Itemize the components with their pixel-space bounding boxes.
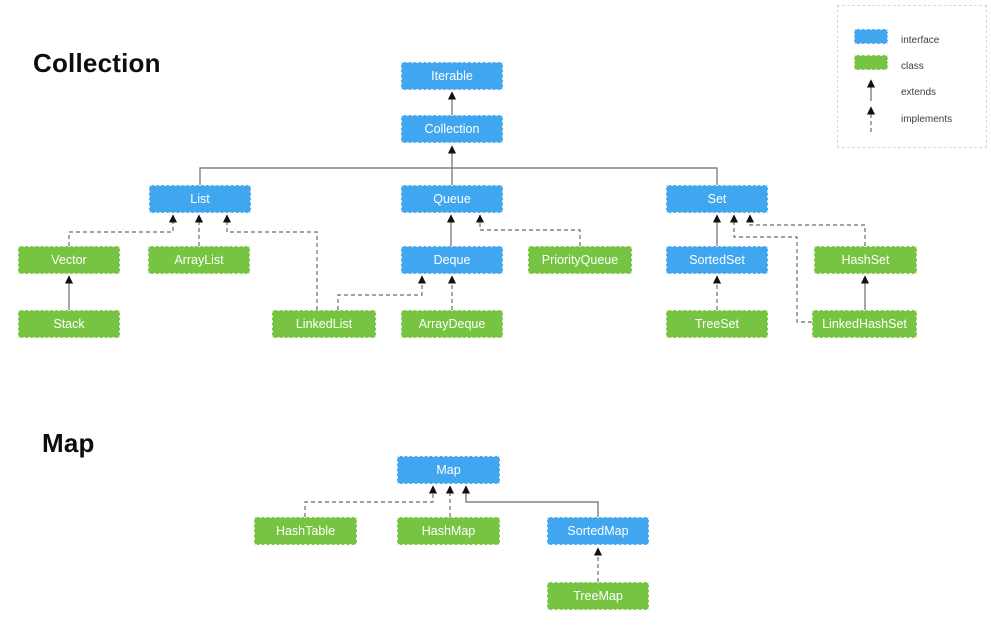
legend-label-class: class (901, 61, 924, 72)
edge-priorityqueue-implements-queue (475, 214, 581, 246)
edge-hashtable-implements-map (304, 485, 438, 517)
node-treeset: TreeSet (666, 310, 768, 338)
node-linkedhashset: LinkedHashSet (812, 310, 917, 338)
node-iterable: Iterable (401, 62, 503, 90)
edge-tree-connector (199, 167, 718, 185)
node-hashset: HashSet (814, 246, 917, 274)
legend-label-extends: extends (901, 87, 937, 98)
edge-linkedlist-implements-deque (337, 275, 427, 310)
edge-linkedhashset-implements-set (729, 214, 812, 323)
node-hashmap: HashMap (397, 517, 500, 545)
node-sortedmap: SortedMap (547, 517, 649, 545)
edge-sortedmap-extends-map (461, 485, 599, 517)
node-collection: Collection (401, 115, 503, 143)
edge-vector-implements-list (68, 214, 178, 246)
node-arraydeque: ArrayDeque (401, 310, 503, 338)
node-hashtable: HashTable (254, 517, 357, 545)
node-map: Map (397, 456, 500, 484)
section-title-map: Map (42, 428, 95, 458)
node-list: List (149, 185, 251, 213)
node-arraylist: ArrayList (148, 246, 250, 274)
node-priorityqueue: PriorityQueue (528, 246, 632, 274)
legend-class-swatch-icon (854, 55, 888, 70)
legend-interface-swatch-icon (854, 29, 888, 44)
node-queue: Queue (401, 185, 503, 213)
node-vector: Vector (18, 246, 120, 274)
node-deque: Deque (401, 246, 503, 274)
node-set: Set (666, 185, 768, 213)
node-treemap: TreeMap (547, 582, 649, 610)
node-linkedlist: LinkedList (272, 310, 376, 338)
legend-label-implements: implements (901, 114, 953, 125)
node-sortedset: SortedSet (666, 246, 768, 274)
section-title-collection: Collection (33, 48, 161, 78)
edge-hashset-implements-set (745, 214, 866, 246)
node-stack: Stack (18, 310, 120, 338)
edge-linkedlist-implements-list (222, 214, 318, 310)
legend-label-interface: interface (901, 35, 940, 46)
legend: interface class extends implements (837, 5, 987, 148)
